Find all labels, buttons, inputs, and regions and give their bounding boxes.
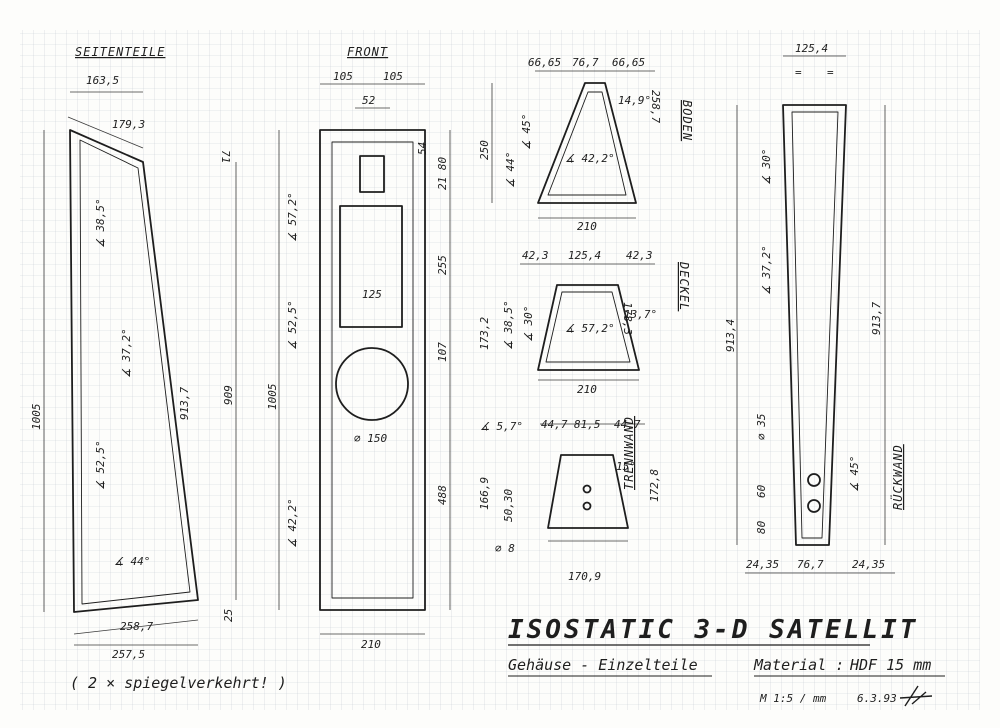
angle-front-1: ∡ 57,2° [286,192,299,242]
dim-boden-bottom: 210 [577,220,597,233]
dim-seitenteile-bottom2: 257,5 [112,648,145,661]
angle-rueckwand-3: ∡ 45° [848,456,861,492]
dim-deckel-t2: 125,4 [568,249,601,262]
front-drawing [319,129,426,611]
trennwand-drawing [547,454,629,529]
angle-deckel-1: ∡ 38,5° [502,300,515,350]
dim-front-diameter: ⌀ 150 [354,432,387,445]
dim-trennwand-t3: 44,7 [614,418,641,431]
front-label: FRONT [347,45,388,59]
dim-seitenteile-slant: 913,7 [178,387,191,420]
dim-front-w2: 105 [383,70,403,83]
label-trennwand-hole: ⌀ 8 [495,542,515,555]
seitenteile-drawing [69,129,199,613]
dim-boden-t3: 66,65 [612,56,645,69]
dim-front-height: 1005 [266,384,279,411]
angle-seitenteile-2: ∡ 37,2° [120,328,133,378]
dim-rueckwand-eq1: = [795,66,802,79]
grid-paper [20,30,980,710]
dim-seitenteile-bottom1: 258,7 [120,620,153,633]
dim-trennwand-height: 166,9 [478,477,491,510]
dim-seitenteile-71: 71 [219,150,232,163]
dim-deckel-height: 173,2 [478,317,491,350]
dim-front-w1: 105 [333,70,353,83]
dim-boden-t1: 66,65 [528,56,561,69]
deckel-drawing [537,284,640,371]
dim-seitenteile-height: 1005 [30,404,43,431]
angle-front-2: ∡ 52,5° [286,300,299,350]
angle-deckel-2: ∡ 30° [522,306,535,342]
angle-boden-1: ∡ 45° [520,114,533,150]
dim-rueckwand-b2: 76,7 [797,558,824,571]
angle-front-3: ∡ 42,2° [286,498,299,548]
dim-front-bottom: 210 [361,638,381,651]
seitenteile-label: SEITENTEILE [75,45,165,59]
dim-trennwand-bottom: 170,9 [568,570,601,583]
deckel-label: DECKEL [677,261,691,311]
drawing-title: ISOSTATIC 3-D SATELLIT [508,615,918,645]
boden-drawing [537,82,637,204]
dim-front-107: 107 [436,342,449,362]
dim-rueckwand-b1: 24,35 [746,558,779,571]
angle-deckel-3: ∡ 57,2° [565,322,615,335]
angle-seitenteile-4: ∡ 44° [114,555,150,568]
material-label: Material : [753,656,844,674]
dim-rueckwand-b3: 24,35 [852,558,885,571]
dim-boden-height: 250 [478,140,491,160]
drawing-subtitle: Gehäuse - Einzelteile [508,656,698,674]
dim-seitenteile-diag: 179,3 [112,118,145,131]
dim-trennwand-t1: 44,7 [541,418,568,431]
angle-seitenteile-3: ∡ 52,5° [94,440,107,490]
dim-front-488: 488 [436,485,449,505]
angle-deckel-small: 13,7° [624,308,657,321]
angle-boden-3: ∡ 42,2° [565,152,615,165]
dim-deckel-t1: 42,3 [522,249,549,262]
signature-mark [899,685,933,707]
dim-rueckwand-hole: ⌀ 35 [755,414,768,441]
rueckwand-drawing [782,104,847,546]
dim-deckel-slant: 178,3 [621,302,634,335]
dim-rueckwand-eq2: = [827,66,834,79]
angle-rueckwand-1: ∡ 30° [760,149,773,185]
angle-boden-2: ∡ 44° [504,152,517,188]
angle-boden-small: 14,9° [618,94,651,107]
angle-trennwand-1: ∡ 5,7° [480,420,523,433]
dim-front-255: 255 [436,255,449,275]
dim-seitenteile-top: 163,5 [86,74,119,87]
boden-label: BODEN [680,100,694,141]
seitenteile-note: ( 2 × spiegelverkehrt! ) [70,674,287,692]
angle-seitenteile-1: ∡ 38,5° [94,198,107,248]
angle-rueckwand-2: ∡ 37,2° [760,245,773,295]
dim-deckel-bottom: 210 [577,383,597,396]
dim-rueckwand-60: 60 [755,484,768,498]
trennwand-label: TRENNWAND [622,416,636,490]
material-value: HDF 15 mm [849,656,931,674]
dim-rueckwand-80: 80 [755,520,768,534]
dim-trennwand-slant: 172,8 [648,469,661,502]
dim-trennwand-holes: 50,30 [502,489,515,522]
dim-boden-t2: 76,7 [572,56,599,69]
angle-trennwand-small: 15° [616,460,636,473]
dim-front-2180: 21 80 [436,157,449,190]
dim-front-opening: 52 [362,94,376,107]
dim-rueckwand-top: 125,4 [795,42,828,55]
drawing-scale: M 1:5 / mm [759,692,827,705]
rueckwand-label: RÜCKWAND [889,444,905,510]
dim-seitenteile-909: 909 [222,385,235,405]
dim-front-54: 54 [416,142,429,155]
dim-front-125: 125 [362,288,382,301]
dim-trennwand-t2: 81,5 [574,418,601,431]
dim-rueckwand-height-left: 913,4 [724,319,737,352]
dim-seitenteile-25: 25 [222,609,235,622]
dim-boden-slant: 258,7 [649,90,662,123]
drawing-date: 6.3.93 [857,692,897,705]
dim-deckel-t3: 42,3 [626,249,653,262]
dim-rueckwand-height-right: 913,7 [870,302,883,335]
